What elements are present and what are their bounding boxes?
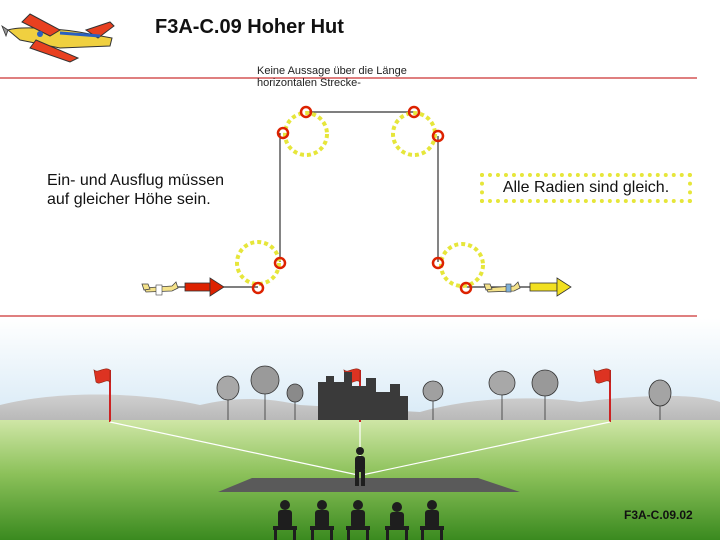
- entry-arrow-icon: [184, 277, 225, 297]
- exit-airplane-icon: [483, 281, 521, 293]
- loop-circle-top-left: [283, 111, 329, 157]
- judges: [273, 500, 444, 540]
- length-note: Keine Aussage über die Länge horizontale…: [257, 65, 407, 89]
- loop-circle-bottom-left: [235, 240, 281, 286]
- tree-icon: [250, 365, 280, 420]
- tree-icon: [531, 369, 559, 420]
- trees: [216, 365, 672, 420]
- tree-icon: [648, 379, 672, 420]
- length-note-line-1: Keine Aussage über die Länge: [257, 65, 407, 77]
- tree-icon: [286, 383, 304, 420]
- tree-icon: [422, 380, 444, 420]
- length-note-line-2: horizontalen Strecke-: [257, 77, 361, 89]
- position-markers: [251, 105, 473, 295]
- entry-exit-note-line-2: auf gleicher Höhe sein.: [47, 191, 211, 208]
- loop-circle-top-right: [391, 111, 437, 157]
- entry-exit-note-line-1: Ein- und Ausflug müssen: [47, 172, 224, 189]
- exit-arrow-icon: [529, 277, 572, 297]
- judge-icon: [346, 500, 370, 540]
- tree-icon: [488, 370, 516, 420]
- loop-circles: [235, 111, 485, 288]
- tree-icon: [216, 375, 240, 420]
- loop-circle-bottom-right: [439, 242, 485, 288]
- flag-right-icon: [593, 368, 611, 422]
- judge-icon: [273, 500, 297, 540]
- logo-airplane-icon: [1, 13, 115, 63]
- runway: [218, 478, 520, 492]
- entry-airplane-icon: [141, 281, 179, 296]
- pilot-icon: [355, 447, 365, 486]
- entry-exit-note: Ein- und Ausflug müssen auf gleicher Höh…: [47, 171, 224, 209]
- radii-note: Alle Radien sind gleich.: [480, 173, 692, 203]
- figure-id: F3A-C.09.02: [624, 508, 693, 522]
- flag-left-icon: [93, 368, 111, 422]
- judge-icon: [310, 500, 334, 540]
- judge-icon: [420, 500, 444, 540]
- judge-icon: [385, 502, 409, 540]
- castle-ruin-icon: [318, 372, 408, 420]
- page-title: F3A-C.09 Hoher Hut: [155, 16, 344, 38]
